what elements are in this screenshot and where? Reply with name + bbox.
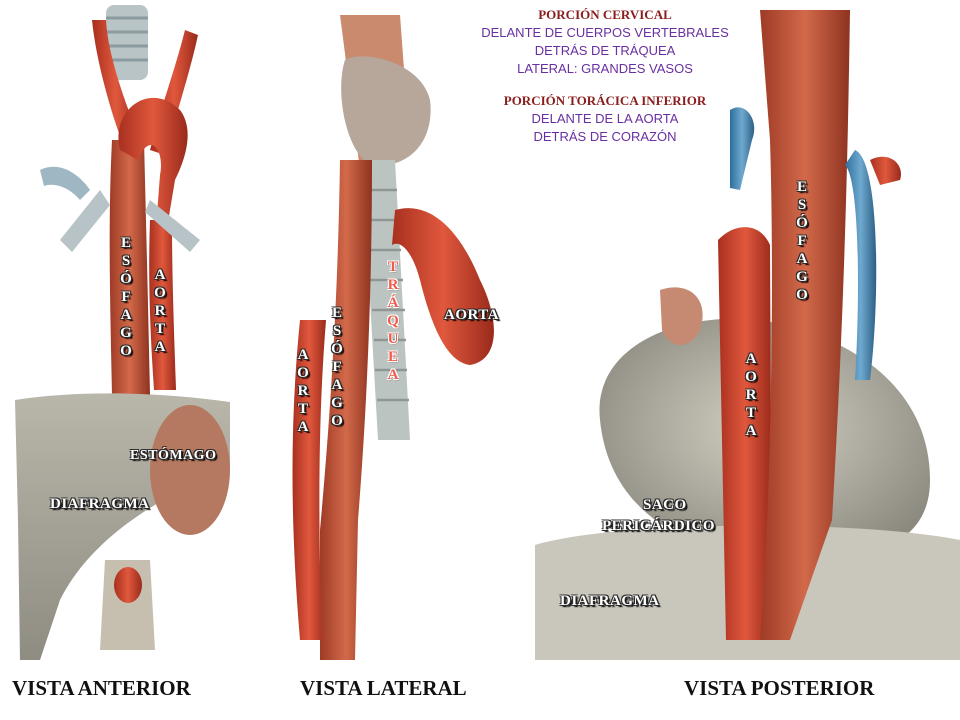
aorta-lateral-arch bbox=[392, 208, 494, 365]
aorta-lateral-descending bbox=[292, 320, 326, 640]
posterior-view-drawing bbox=[535, 10, 960, 660]
lateral-aorta-vertical-label: AORTA bbox=[297, 347, 309, 435]
cervical-line-2: DETRÁS DE TRÁQUEA bbox=[534, 43, 676, 58]
thoracic-line-1: DELANTE DE LA AORTA bbox=[531, 111, 679, 126]
aorta-posterior bbox=[718, 227, 772, 640]
vena-azygos-right bbox=[845, 150, 877, 380]
anterior-view-drawing bbox=[15, 5, 230, 660]
esophagus bbox=[109, 140, 150, 395]
posterior-saco-label-1: SACO bbox=[643, 497, 687, 513]
cervical-line-1: DELANTE DE CUERPOS VERTEBRALES bbox=[481, 25, 729, 40]
view-title-posterior: VISTA POSTERIOR bbox=[684, 676, 875, 700]
bronchus-right bbox=[145, 200, 200, 252]
cervical-line-3: LATERAL: GRANDES VASOS bbox=[517, 61, 693, 76]
bronchus-left bbox=[60, 190, 110, 252]
descending-aorta bbox=[149, 220, 176, 390]
lateral-esofago-label: ESÓFAGO bbox=[331, 305, 343, 429]
celiac-trunk bbox=[114, 567, 142, 603]
view-title-lateral: VISTA LATERAL bbox=[300, 676, 467, 700]
aortic-arch bbox=[118, 97, 188, 240]
pulmonary-branch bbox=[870, 156, 901, 185]
anterior-diafragma-label: DIAFRAGMA bbox=[50, 496, 150, 512]
lateral-traquea-label: TRÁQUEA bbox=[387, 259, 399, 383]
esophagus-posterior bbox=[760, 10, 850, 640]
esophagus-lateral bbox=[320, 160, 372, 660]
thyroid-gland bbox=[341, 56, 431, 166]
vena-azygos-left bbox=[730, 107, 755, 190]
posterior-esofago-label: ESÓFAGO bbox=[796, 179, 808, 303]
info-panel: PORCIÓN CERVICAL DELANTE DE CUERPOS VERT… bbox=[440, 6, 770, 146]
thoracic-title: PORCIÓN TORÁCICA INFERIOR bbox=[503, 93, 707, 108]
lateral-aorta-horizontal-label: AORTA bbox=[444, 307, 500, 323]
posterior-aorta-label: AORTA bbox=[745, 351, 757, 439]
stomach bbox=[150, 405, 230, 535]
cervical-title: PORCIÓN CERVICAL bbox=[538, 7, 672, 22]
anterior-estomago-label: ESTÓMAGO bbox=[130, 448, 217, 463]
view-title-anterior: VISTA ANTERIOR bbox=[12, 676, 191, 700]
thoracic-line-2: DETRÁS DE CORAZÓN bbox=[533, 129, 677, 144]
anterior-esofago-label: ESÓFAGO bbox=[120, 235, 132, 359]
posterior-saco-label-2: PERICÁRDICO bbox=[602, 518, 716, 534]
bronchial-tree-left bbox=[660, 287, 703, 345]
pulmonary-vessels bbox=[40, 166, 90, 200]
posterior-diafragma-label: DIAFRAGMA bbox=[560, 593, 660, 609]
lateral-view-drawing bbox=[292, 15, 494, 660]
anterior-aorta-label: AORTA bbox=[154, 267, 166, 355]
